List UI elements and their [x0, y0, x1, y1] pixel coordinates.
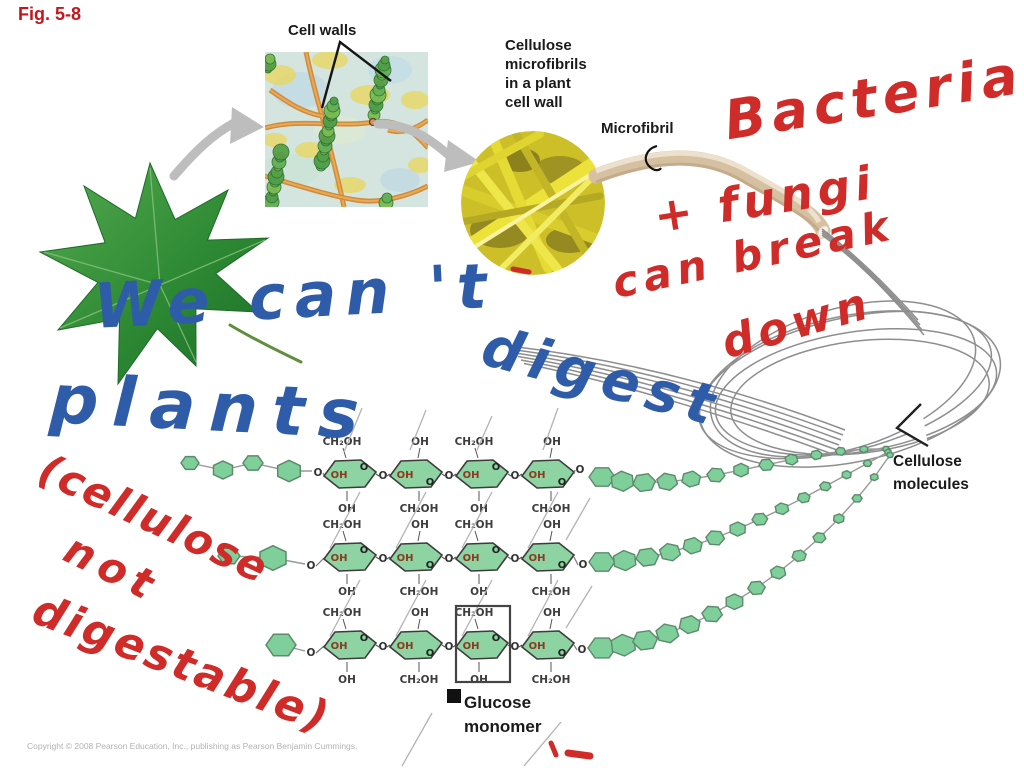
caption-line-3: in a plant	[505, 75, 571, 92]
cellulose-molecules-line-2: molecules	[893, 476, 969, 493]
cellulose-molecules-line-1: Cellulose	[893, 453, 962, 470]
svg-text:OH: OH	[411, 436, 429, 448]
glucose-monomer-label: Glucose monomer	[464, 691, 541, 739]
svg-text:OH: OH	[463, 470, 480, 481]
glucose-monomer-box	[454, 604, 512, 684]
svg-text:O: O	[307, 647, 316, 659]
svg-text:OH: OH	[411, 519, 429, 531]
svg-text:OH: OH	[397, 553, 414, 564]
cell-micrograph	[265, 52, 428, 207]
caption-line-2: microfibrils	[505, 56, 587, 73]
svg-text:O: O	[578, 644, 587, 656]
svg-text:OH: OH	[529, 470, 546, 481]
svg-text:O: O	[445, 470, 454, 482]
microfibril-ribbon	[588, 144, 831, 239]
svg-text:CH₂OH: CH₂OH	[532, 674, 571, 686]
svg-text:OH: OH	[338, 503, 356, 515]
cellulose-microfibrils-caption: Cellulose microfibrils in a plant cell w…	[505, 36, 587, 112]
svg-text:CH₂OH: CH₂OH	[532, 503, 571, 515]
svg-text:O: O	[379, 553, 388, 565]
cellulose-bead-chains	[587, 444, 895, 659]
svg-text:CH₂OH: CH₂OH	[323, 436, 362, 448]
svg-text:O: O	[360, 633, 369, 644]
glucose-monomer-line-1: Glucose	[464, 693, 532, 712]
svg-text:OH: OH	[470, 503, 488, 515]
svg-text:O: O	[576, 464, 585, 476]
svg-text:O: O	[360, 462, 369, 473]
zoom-arrows	[169, 107, 480, 181]
svg-text:CH₂OH: CH₂OH	[400, 674, 439, 686]
svg-text:OH: OH	[397, 641, 414, 652]
svg-text:O: O	[379, 470, 388, 482]
svg-text:OH: OH	[543, 519, 561, 531]
svg-text:OH: OH	[529, 553, 546, 564]
copyright-text: Copyright © 2008 Pearson Education, Inc.…	[27, 741, 358, 751]
svg-text:O: O	[492, 633, 501, 644]
svg-text:OH: OH	[338, 674, 356, 686]
cellulose-molecules-label: Cellulose molecules	[893, 450, 969, 496]
svg-text:O: O	[492, 462, 501, 473]
svg-text:O: O	[579, 559, 588, 571]
cellulose-chemical-rows: O OH O CH₂OH OH O OH O OH CH₂OH O OH O CH₂OH OH O OH O OH C…	[180, 436, 588, 686]
glucose-bullet-square	[447, 689, 461, 703]
svg-text:OH: OH	[331, 553, 348, 564]
svg-text:O: O	[445, 553, 454, 565]
cell-walls-pointer	[320, 39, 392, 109]
svg-text:OH: OH	[397, 470, 414, 481]
maple-leaf	[38, 161, 303, 386]
svg-text:O: O	[558, 648, 567, 659]
svg-text:OH: OH	[529, 641, 546, 652]
svg-text:O: O	[426, 560, 435, 571]
microfibril-micrograph	[461, 131, 605, 275]
svg-text:CH₂OH: CH₂OH	[455, 436, 494, 448]
svg-text:O: O	[426, 648, 435, 659]
svg-text:OH: OH	[543, 607, 561, 619]
cell-walls-label: Cell walls	[288, 22, 357, 39]
svg-text:O: O	[379, 641, 388, 653]
svg-text:O: O	[360, 545, 369, 556]
svg-text:O: O	[492, 545, 501, 556]
svg-text:O: O	[314, 467, 323, 479]
microfibril-label: Microfibril	[601, 120, 674, 137]
caption-line-4: cell wall	[505, 94, 563, 111]
figure-number-label: Fig. 5-8	[18, 4, 82, 24]
svg-text:O: O	[558, 560, 567, 571]
svg-text:O: O	[511, 641, 520, 653]
glucose-monomer-line-2: monomer	[464, 717, 542, 736]
svg-text:OH: OH	[470, 674, 488, 686]
svg-text:O: O	[511, 553, 520, 565]
cellulose-molecules-arrowhead	[895, 403, 929, 448]
svg-text:O: O	[558, 477, 567, 488]
svg-text:O: O	[307, 560, 316, 572]
hydrogen-bond-lines	[329, 407, 593, 767]
svg-text:OH: OH	[331, 641, 348, 652]
svg-text:O: O	[445, 641, 454, 653]
svg-text:OH: OH	[331, 470, 348, 481]
svg-text:O: O	[511, 470, 520, 482]
svg-text:OH: OH	[463, 553, 480, 564]
cellulose-strand-coil	[508, 228, 1002, 468]
red-ink-ticks	[510, 266, 594, 760]
svg-text:OH: OH	[411, 607, 429, 619]
svg-text:OH: OH	[463, 641, 480, 652]
svg-text:O: O	[426, 477, 435, 488]
svg-text:CH₂OH: CH₂OH	[400, 503, 439, 515]
caption-line-1: Cellulose	[505, 37, 572, 54]
